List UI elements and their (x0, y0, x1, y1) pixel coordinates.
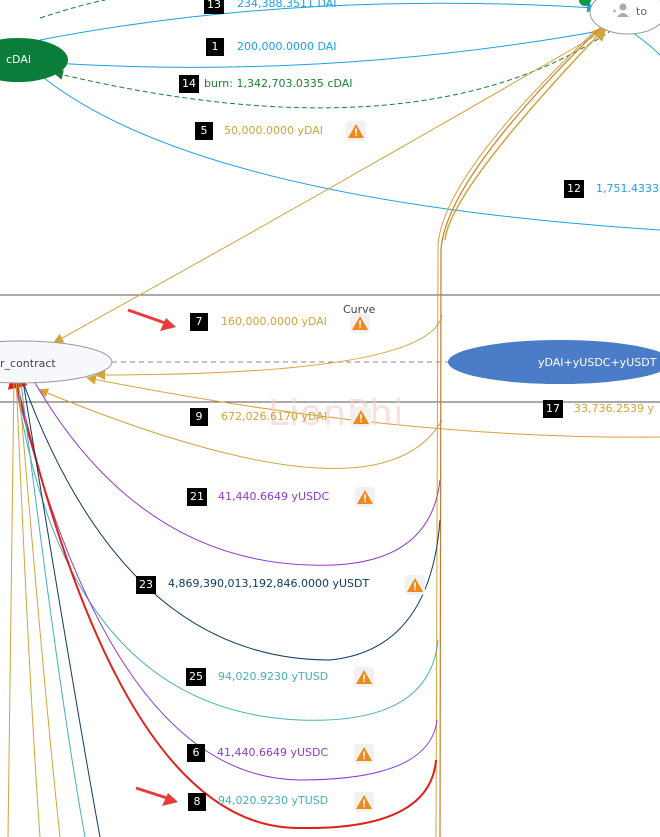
edge-label-8: 94,020.9230 yTUSD (218, 794, 329, 807)
edge-label-12: 1,751.4333 (596, 182, 659, 195)
edge-badge-21: 21 (187, 488, 207, 506)
edge-12 (34, 69, 660, 231)
edge-label-13: 234,388.3511 DAI (237, 0, 337, 10)
edge-label-21: 41,440.6649 yUSDC (218, 490, 330, 503)
edge-badge-7: 7 (190, 313, 208, 331)
edge-fan-3 (17, 374, 61, 837)
warning-icon[interactable] (405, 575, 425, 595)
edge-label-1: 200,000.0000 DAI (237, 40, 337, 53)
node-cdai-label: cDAI (6, 53, 32, 66)
edge-label-6: 41,440.6649 yUSDC (217, 746, 329, 759)
edge-badge-9: 9 (190, 408, 208, 426)
edge-13 (39, 2, 597, 41)
edge-1 (50, 29, 606, 69)
edge-gold-tall-3 (435, 29, 597, 837)
edge-14 (53, 29, 613, 109)
node-contract[interactable] (0, 340, 113, 384)
edge-label-17: 33,736.2539 y (574, 402, 654, 415)
red-pointer-arrow-head (160, 318, 176, 331)
edge-badge-13: 13 (204, 0, 224, 14)
node-contract-label: r_contract (0, 357, 56, 370)
edge-badge-8: 8 (188, 793, 206, 811)
edge-21 (24, 363, 441, 566)
edge-label-23: 4,869,390,013,192,846.0000 yUSDT (168, 577, 370, 590)
edge-badge-12: 12 (564, 180, 584, 198)
watermark: LionPhi (268, 393, 405, 434)
node-to-connector (579, 0, 591, 6)
edge-badge-17: 17 (543, 400, 563, 418)
edge-badge-6: 6 (187, 744, 205, 762)
edge-5 (53, 29, 606, 343)
edge-9 (38, 388, 443, 469)
edge-8 (7, 368, 437, 830)
red-pointer-arrow-2-head (162, 793, 178, 806)
warning-icon[interactable] (350, 313, 370, 333)
group-title: Curve (343, 303, 376, 316)
edge-23 (15, 366, 441, 661)
warning-icon[interactable] (354, 744, 374, 764)
warning-icon[interactable] (346, 121, 366, 141)
edge-fan-2 (15, 374, 41, 837)
warning-icon[interactable] (355, 487, 375, 507)
node-to-label: to (636, 5, 648, 18)
red-pointer-arrow (127, 308, 169, 326)
edge-label-9: 672,026.6170 yDAI (221, 410, 328, 423)
edge-fan-1 (7, 374, 15, 837)
edge-badge-1: 1 (206, 38, 224, 56)
edge-badge-14: 14 (179, 75, 199, 93)
node-cdai[interactable] (0, 38, 68, 82)
edge-fan-4 (19, 374, 86, 837)
warning-icon[interactable] (351, 407, 371, 427)
edge-top-dashed (39, 0, 106, 19)
edge-7 (95, 314, 443, 380)
edge-label-7: 160,000.0000 yDAI (221, 315, 328, 328)
edge-to-out (631, 31, 660, 56)
red-pointer-arrow-2 (135, 786, 171, 801)
warning-icon[interactable] (354, 667, 374, 687)
node-pool-label: yDAI+yUSDC+yUSDT (538, 356, 657, 369)
edge-label-14: burn: 1,342,703.0335 cDAI (204, 77, 353, 90)
user-icon (613, 3, 629, 17)
edge-label-25: 94,020.9230 yTUSD (218, 670, 329, 683)
edge-25 (10, 368, 439, 721)
edge-gold-tall-2 (439, 27, 601, 837)
edge-label-5: 50,000.0000 yDAI (224, 124, 324, 137)
warning-icon[interactable] (354, 792, 374, 812)
edge-6 (9, 370, 438, 781)
edge-fan-5 (21, 374, 101, 837)
edge-gold-tall-1 (444, 25, 608, 241)
edge-badge-5: 5 (195, 122, 213, 140)
node-pool[interactable] (448, 340, 660, 384)
edge-17 (86, 374, 660, 438)
edge-badge-25: 25 (186, 668, 206, 686)
edge-badge-23: 23 (136, 576, 156, 594)
